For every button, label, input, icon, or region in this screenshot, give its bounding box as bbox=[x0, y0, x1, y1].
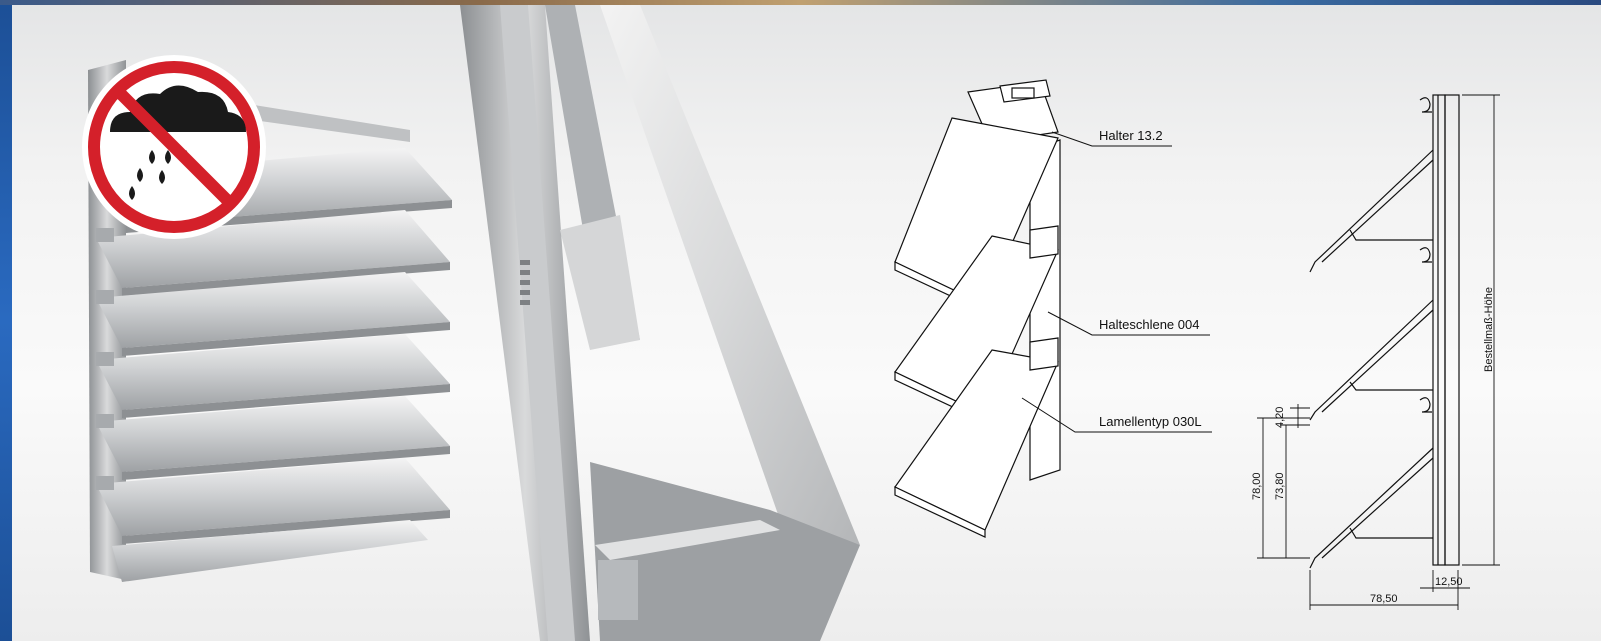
no-rain-icon bbox=[82, 55, 266, 239]
lower-slat bbox=[590, 462, 860, 641]
dim-12-50: 12,50 bbox=[1435, 576, 1463, 588]
slat-2 bbox=[96, 210, 450, 296]
label-halter: Halter 13.2 bbox=[1099, 128, 1163, 143]
slat-4 bbox=[96, 334, 450, 418]
slat-5 bbox=[96, 396, 450, 480]
section-drawing bbox=[1309, 94, 1460, 569]
label-halteschiene: Halteschlene 004 bbox=[1099, 317, 1199, 332]
slat-6 bbox=[96, 458, 450, 544]
large-slat-blade bbox=[600, 5, 860, 545]
slat-7 bbox=[112, 520, 428, 582]
louvre-panel-photo bbox=[88, 60, 452, 582]
profile-closeup-photo bbox=[460, 5, 860, 641]
dim-4-20: 4,20 bbox=[1274, 407, 1286, 428]
clip-teeth bbox=[520, 260, 530, 305]
dim-78-50: 78,50 bbox=[1370, 593, 1398, 605]
clip-bracket bbox=[560, 215, 640, 350]
dim-height-label: Bestellmaß-Höhe bbox=[1483, 287, 1495, 372]
lower-clip bbox=[598, 560, 638, 620]
top-photo-strip bbox=[0, 0, 1601, 5]
slat-clips bbox=[96, 228, 114, 490]
dim-73-80: 73,80 bbox=[1274, 472, 1286, 500]
isometric-drawing bbox=[894, 79, 1061, 538]
label-lamellentyp: Lamellentyp 030L bbox=[1099, 414, 1202, 429]
callout-lines bbox=[1021, 131, 1212, 433]
dimension-lines bbox=[1257, 94, 1500, 610]
slat-3 bbox=[96, 272, 450, 356]
dim-78-00: 78,00 bbox=[1251, 472, 1263, 500]
